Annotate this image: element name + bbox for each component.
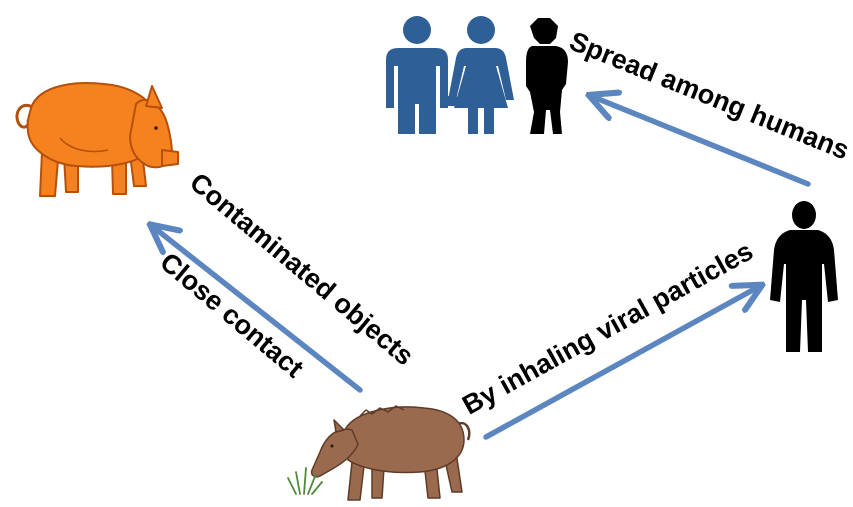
person-silhouette-icon — [770, 201, 838, 352]
woman-icon — [448, 16, 514, 134]
arrow-to-human-group — [591, 96, 811, 187]
person-silhouette-icon — [526, 18, 568, 134]
human-group-icon — [386, 16, 568, 134]
inhaling-viral-particles-label: By inhaling viral particles — [457, 236, 758, 421]
wild-boar-icon — [310, 405, 471, 501]
grass-icon — [287, 467, 323, 495]
arrow-to-human — [483, 286, 760, 440]
arrow-to-domestic-pig — [152, 226, 363, 393]
man-icon — [386, 16, 448, 134]
pig-icon — [15, 82, 179, 197]
joined-hands — [444, 96, 458, 106]
